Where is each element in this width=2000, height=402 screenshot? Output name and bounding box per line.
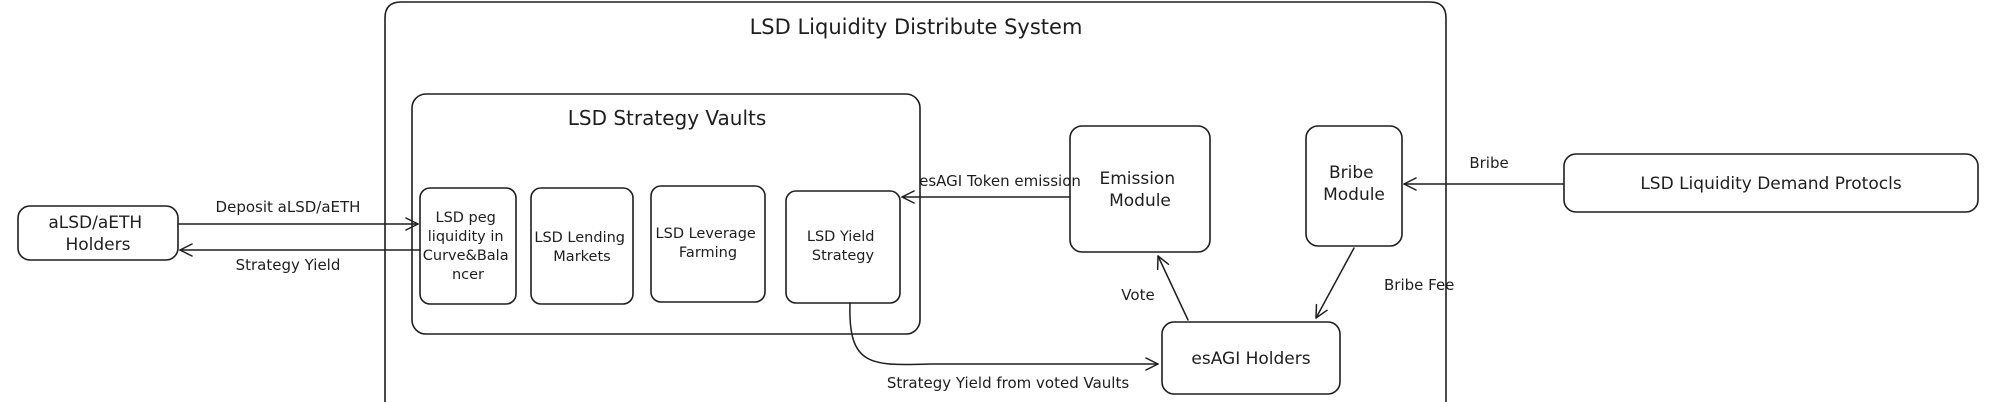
node-emission-module[interactable]: Emission Module xyxy=(1069,125,1211,253)
edge-label-bribe-fee: Bribe Fee xyxy=(1384,276,1454,294)
node-lsd-yield-strategy[interactable]: LSD Yield Strategy xyxy=(785,190,901,304)
node-bribe-module[interactable]: Bribe Module xyxy=(1305,125,1403,247)
edge-vote: Vote xyxy=(1121,255,1189,321)
node-label: LSD Lending Markets xyxy=(534,230,629,265)
node-lsd-leverage-farming[interactable]: LSD Leverage Farming xyxy=(650,185,766,303)
node-esagi-holders[interactable]: esAGI Holders xyxy=(1161,321,1341,395)
edge-label-deposit: Deposit aLSD/aETH xyxy=(216,198,361,216)
edge-bribe: Bribe xyxy=(1403,154,1565,191)
node-label: LSD Leverage Farming xyxy=(656,226,761,261)
node-label: LSD Yield Strategy xyxy=(807,229,879,264)
edge-strategy-yield: Strategy Yield xyxy=(179,243,421,274)
node-lsd-peg-liquidity[interactable]: LSD peg liquidity in Curve&Bala ncer xyxy=(419,187,517,305)
edge-label-vote: Vote xyxy=(1121,286,1154,304)
node-alsd-aeth-holders[interactable]: aLSD/aETH Holders xyxy=(17,205,179,261)
edge-bribe-fee: Bribe Fee xyxy=(1315,247,1454,319)
node-label: LSD Liquidity Demand Protocls xyxy=(1640,174,1901,194)
node-label: LSD peg liquidity in Curve&Bala ncer xyxy=(423,210,513,283)
node-label: Emission Module xyxy=(1099,169,1180,211)
edge-label-bribe: Bribe xyxy=(1469,154,1508,172)
edge-label-token-emission: esAGI Token emission xyxy=(919,172,1081,190)
node-label: aLSD/aETH Holders xyxy=(48,213,147,255)
system-title: LSD Liquidity Distribute System xyxy=(750,15,1083,39)
node-lsd-liquidity-demand-protocols[interactable]: LSD Liquidity Demand Protocls xyxy=(1563,153,1979,213)
node-label: Bribe Module xyxy=(1323,163,1385,205)
node-lsd-lending-markets[interactable]: LSD Lending Markets xyxy=(530,187,634,305)
system-frame: LSD Liquidity Distribute System xyxy=(384,1,1447,402)
edge-label-voted-yield: Strategy Yield from voted Vaults xyxy=(887,374,1129,392)
strategy-vaults-title: LSD Strategy Vaults xyxy=(568,106,767,130)
node-label: esAGI Holders xyxy=(1191,349,1310,369)
edge-token-emission: esAGI Token emission xyxy=(901,172,1081,204)
edge-voted-yield: Strategy Yield from voted Vaults xyxy=(849,302,1159,392)
edge-deposit: Deposit aLSD/aETH xyxy=(177,198,419,231)
edge-label-strategy-yield: Strategy Yield xyxy=(236,256,341,274)
